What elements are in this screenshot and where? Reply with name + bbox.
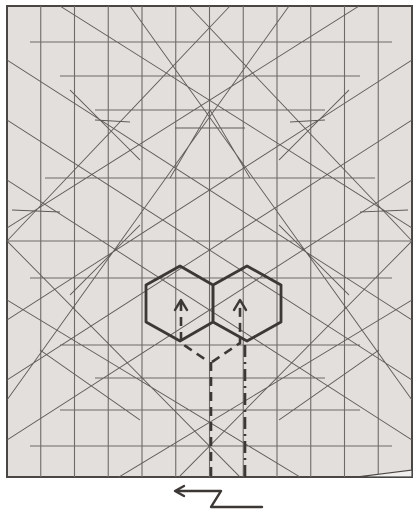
turn-over-arrow-path xyxy=(176,491,262,507)
turn-over-arrow-icon xyxy=(175,486,262,507)
